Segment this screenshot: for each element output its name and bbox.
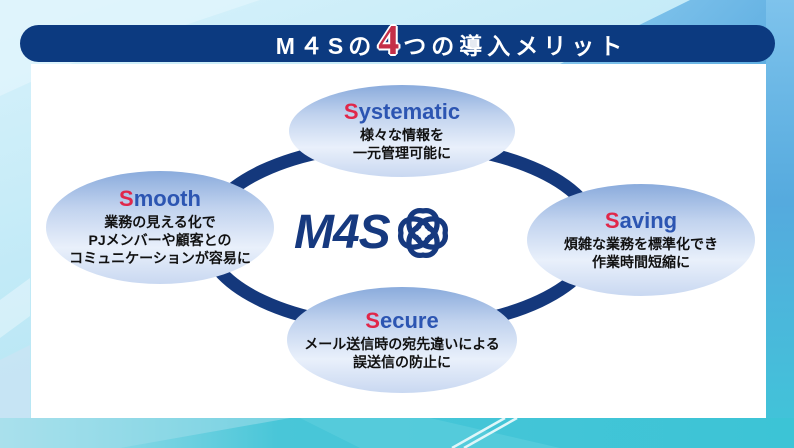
background-facet-left-bottom (0, 345, 30, 448)
benefit-systematic-line: 一元管理可能に (353, 144, 451, 161)
background-facet-band-mid (300, 418, 560, 448)
benefit-smooth-heading: Smooth (119, 186, 201, 212)
background-facet-band-left (0, 418, 290, 448)
heading-rest: ystematic (358, 98, 461, 124)
page-title: M４Sの 4 つの導入メリット (275, 17, 628, 64)
benefit-secure-heading: Secure (365, 307, 439, 333)
m4s-logo-text: M4S (294, 206, 391, 259)
benefit-smooth: Smooth 業務の見える化で PJメンバーや顧客との コミュニケーションが容易… (46, 171, 274, 284)
background-diagonal-line-2 (463, 416, 518, 448)
background-diagonal-line-1 (451, 416, 506, 448)
heading-initial: S (119, 186, 134, 212)
benefit-systematic-line: 様々な情報を (360, 126, 444, 143)
benefit-systematic-heading: Systematic (343, 98, 461, 124)
title-suffix: つの導入メリット (403, 32, 628, 59)
benefit-saving-line: 煩雑な業務を標準化でき (564, 235, 718, 252)
heading-rest: mooth (133, 186, 201, 212)
benefit-systematic: Systematic 様々な情報を 一元管理可能に (289, 85, 515, 177)
benefit-smooth-line: 業務の見える化で (104, 214, 216, 231)
background-band-bottom (0, 418, 794, 448)
benefit-smooth-line: PJメンバーや顧客との (88, 232, 232, 249)
benefit-saving-heading: Saving (604, 207, 678, 233)
benefit-saving-line: 作業時間短縮に (592, 253, 690, 270)
benefit-secure: Secure メール送信時の宛先違いによる 誤送信の防止に (287, 287, 517, 393)
benefit-secure-line: 誤送信の防止に (353, 353, 451, 370)
benefit-saving: Saving 煩雑な業務を標準化でき 作業時間短縮に (527, 184, 755, 296)
benefit-secure-line: メール送信時の宛先違いによる (304, 335, 500, 352)
title-prefix: M４Sの (275, 32, 377, 59)
clover-knot-icon (397, 208, 448, 258)
background-facet-left (0, 278, 30, 338)
heading-initial: S (365, 307, 380, 333)
background-strip-right (766, 0, 794, 448)
heading-rest: aving (619, 207, 678, 233)
m4s-logo: M4S (294, 202, 454, 264)
heading-initial: S (343, 98, 359, 124)
heading-rest: ecure (379, 307, 439, 333)
benefit-smooth-line: コミュニケーションが容易に (69, 250, 251, 267)
heading-initial: S (604, 207, 620, 233)
title-bar: M４Sの 4 つの導入メリット (20, 17, 775, 64)
